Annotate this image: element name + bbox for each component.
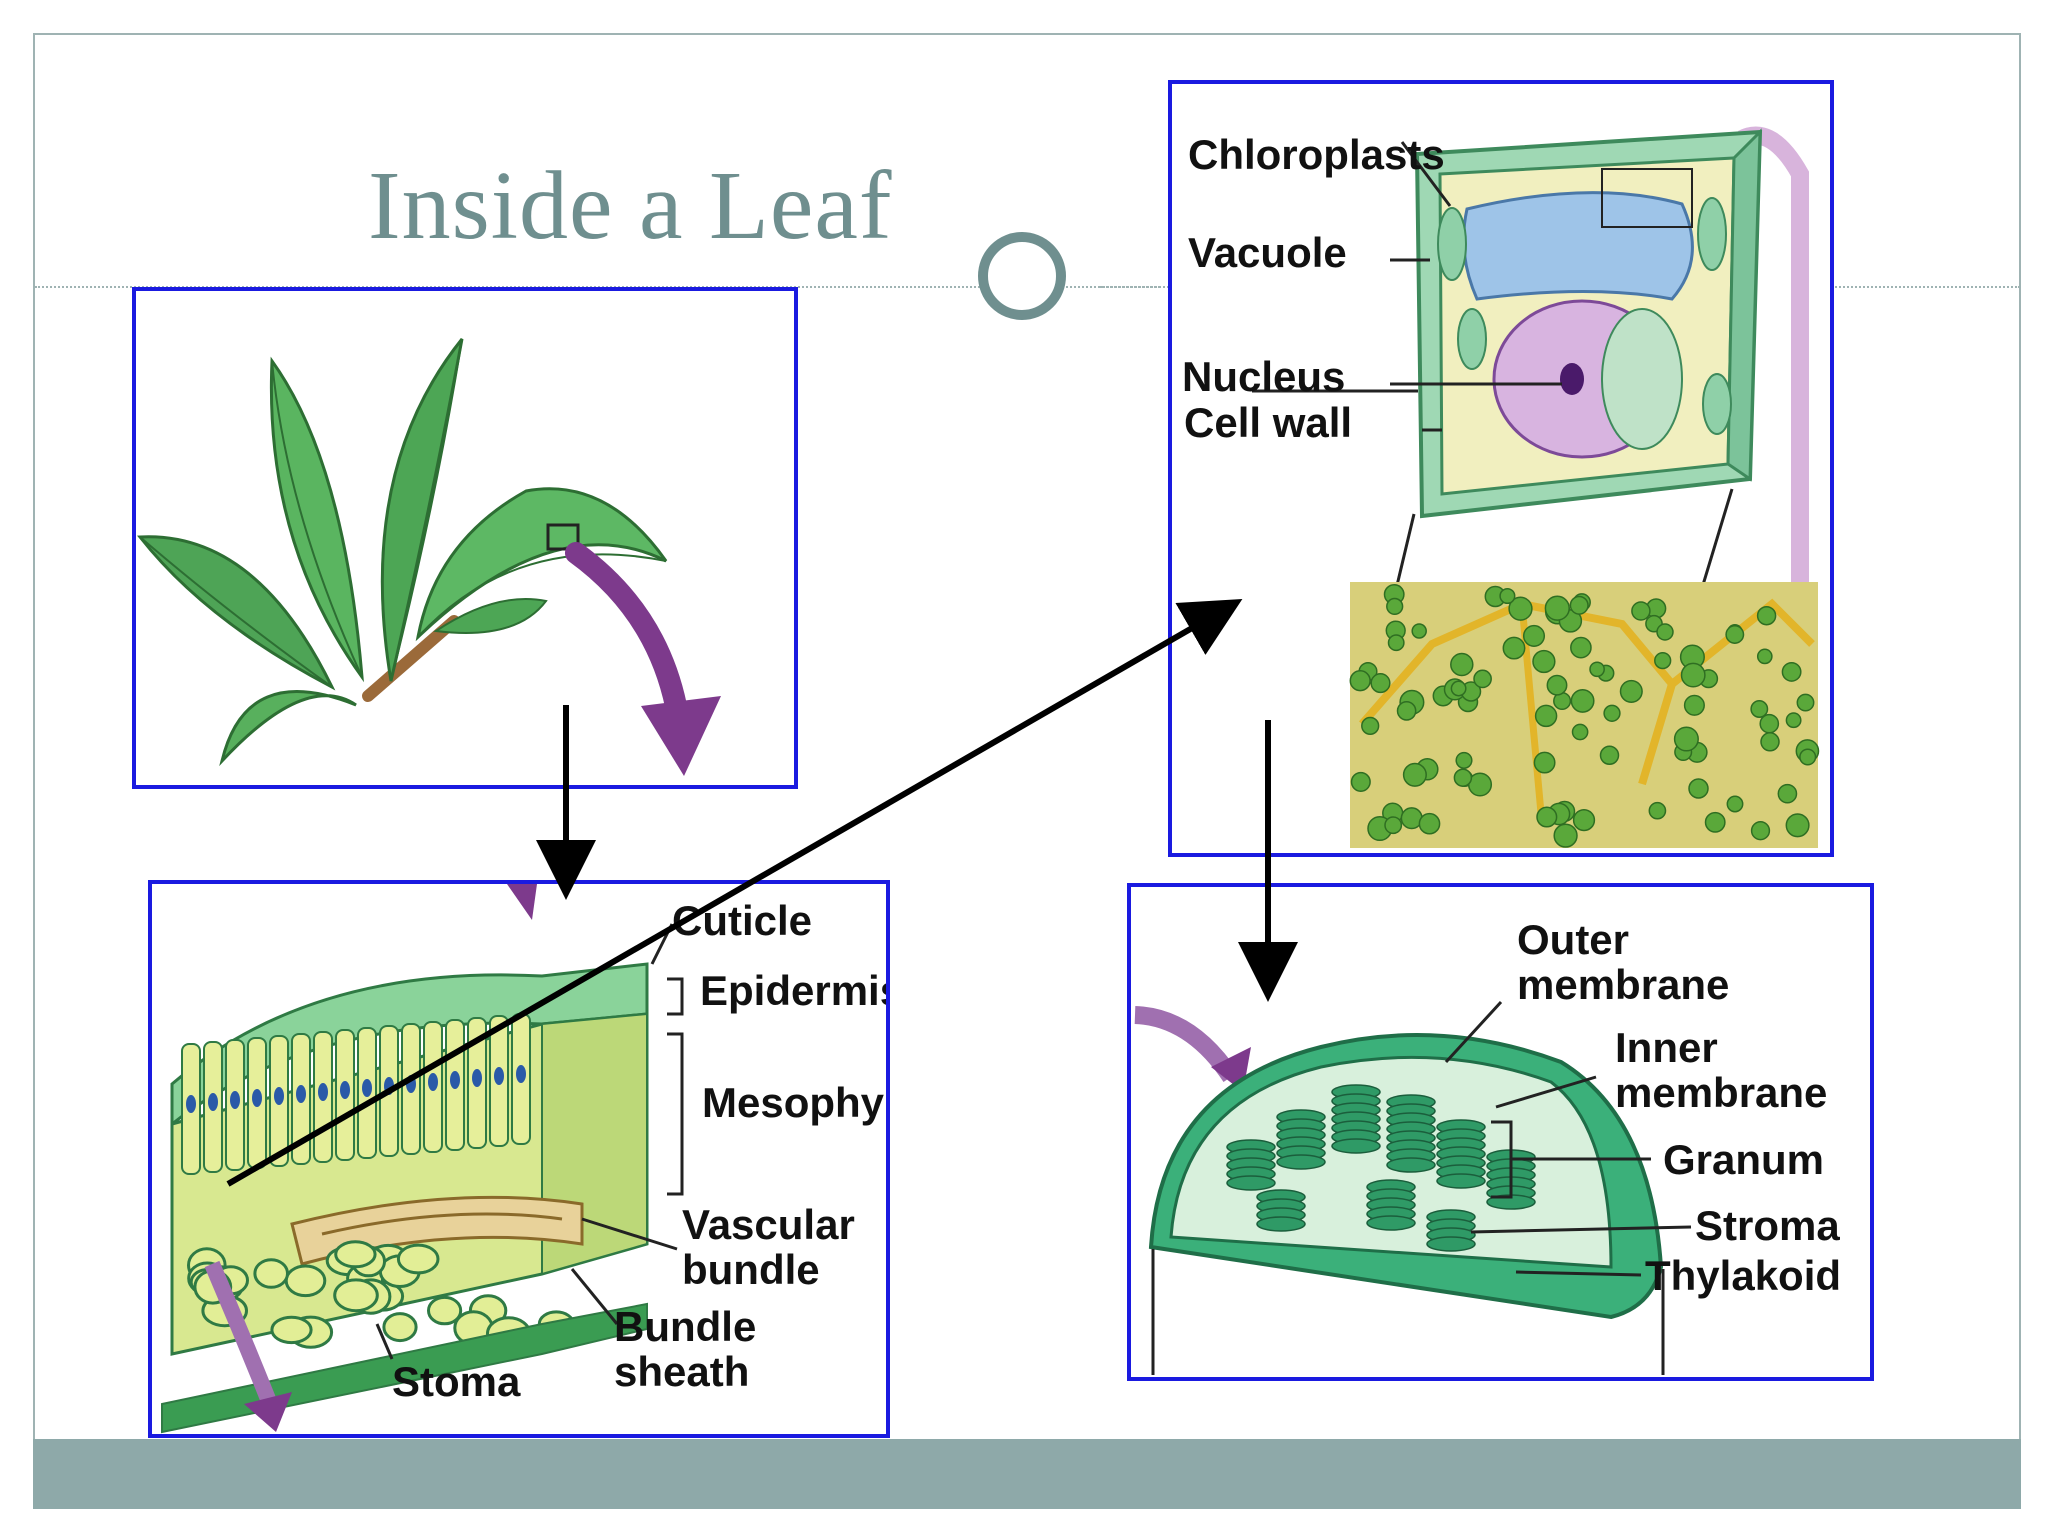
label-bundle-sheath: Bundle sheath <box>614 1303 757 1396</box>
plant-cell-illustration <box>1252 126 1820 848</box>
label-thylakoid: Thylakoid <box>1645 1252 1842 1299</box>
chloroplast-panel: Outer membrane Inner membrane Granum Str… <box>1127 883 1874 1381</box>
label-stoma: Stoma <box>392 1358 521 1405</box>
label-nucleus: Nucleus <box>1182 353 1346 400</box>
label-chloroplasts: Chloroplasts <box>1188 131 1445 178</box>
decorative-ring <box>978 232 1066 320</box>
label-stroma: Stroma <box>1695 1202 1840 1249</box>
bottom-band <box>33 1439 2021 1509</box>
label-cuticle: Cuticle <box>672 897 813 944</box>
chloroplast-illustration <box>1134 1000 1692 1375</box>
label-vascular-bundle: Vascular bundle <box>682 1201 855 1294</box>
plant-cell-panel: Chloroplasts Vacuole Nucleus Cell wall <box>1168 80 1834 857</box>
label-inner-membrane: Inner membrane <box>1615 1024 1828 1117</box>
label-outer-membrane: Outer membrane <box>1517 916 1730 1009</box>
label-vacuole: Vacuole <box>1188 229 1347 276</box>
leaf-section-panel: Cuticle Epidermis Mesophyll Vascular bun… <box>148 880 890 1438</box>
label-granum: Granum <box>1663 1136 1825 1183</box>
label-mesophyll: Mesophyll <box>702 1079 890 1126</box>
slide-title: Inside a Leaf <box>368 152 893 260</box>
label-cell-wall: Cell wall <box>1184 399 1353 446</box>
label-epidermis: Epidermis <box>700 967 890 1014</box>
zoom-box <box>546 523 580 551</box>
plant-illustration <box>137 338 721 776</box>
plant-panel <box>132 287 798 789</box>
